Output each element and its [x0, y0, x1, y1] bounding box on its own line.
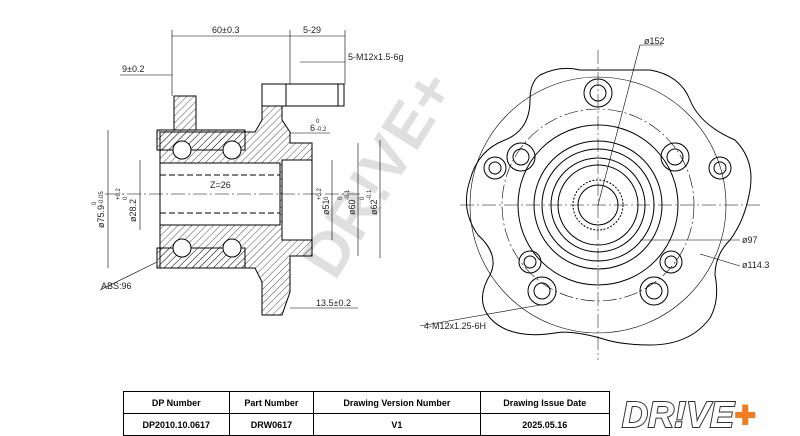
title-block-header-row: DP Number Part Number Drawing Version Nu…	[123, 391, 611, 414]
dim-114-3: ø114.3	[742, 260, 769, 270]
value-issue-date: 2025.05.16	[479, 413, 611, 436]
dim-9: 9±0.2	[122, 64, 144, 74]
dim-28-tol-top: +0.2	[116, 187, 122, 200]
dim-60: 60±0.3	[212, 25, 239, 35]
dim-6-tol-top: 0	[316, 119, 320, 125]
dim-6: 6	[310, 123, 315, 133]
header-part-number: Part Number	[228, 391, 315, 414]
dim-thread-m12x1-25: 4-M12x1.25-6H	[424, 321, 486, 331]
value-part-number: DRW0617	[228, 413, 315, 436]
dim-28-tol-bot: 0	[123, 196, 129, 200]
side-view-labels: 60±0.3 5-29 5-M12x1.5-6g 9±0.2 6 0 -0.2 …	[92, 25, 404, 308]
side-section-view	[99, 30, 381, 316]
dim-62: ø62	[369, 199, 379, 215]
value-dp-number: DP2010.10.0617	[123, 413, 230, 436]
bolt-holes	[483, 78, 732, 306]
dim-6-tol-bot: -0.2	[316, 127, 327, 133]
dim-thread-m12x1-5: 5-M12x1.5-6g	[348, 52, 404, 62]
mount-tab	[173, 95, 197, 131]
ball-bottom-left	[172, 238, 192, 258]
title-block: DP Number Part Number Drawing Version Nu…	[123, 391, 611, 436]
dim-z26: Z=26	[210, 180, 231, 190]
wheel-stud	[261, 83, 345, 107]
ball-top-right	[222, 140, 242, 160]
flange-outline	[465, 67, 752, 346]
value-drawing-version: V1	[313, 413, 481, 436]
dim-abs-96: ABS:96	[101, 281, 132, 291]
dim-75-9: ø75.9	[96, 205, 106, 228]
header-drawing-version: Drawing Version Number	[313, 391, 481, 414]
ball-top-left	[172, 140, 192, 160]
logo-main: DR!VE	[622, 394, 735, 434]
dim-75-tol-top: 0	[92, 201, 98, 205]
dim-60-tol-bot: -0.1	[345, 189, 351, 200]
logo-plus: +	[734, 394, 755, 434]
front-view-labels: ø152 ø97 ø114.3 4-M12x1.25-6H	[424, 36, 769, 331]
flange-bore	[281, 159, 313, 241]
header-dp-number: DP Number	[123, 391, 230, 414]
dim-62-tol-top: 0	[360, 196, 366, 200]
ball-bottom-right	[222, 238, 242, 258]
dim-60-dia: ø60	[347, 199, 357, 215]
dim-75-tol-bot: -0.05	[99, 191, 105, 205]
dim-152: ø152	[644, 36, 665, 46]
header-issue-date: Drawing Issue Date	[479, 391, 611, 414]
dim-51-tol-bot: 0	[324, 196, 330, 200]
dim-97: ø97	[742, 235, 758, 245]
drive-logo: DR!VE+	[621, 394, 756, 434]
dim-60-tol-top: 0	[338, 196, 344, 200]
logo-text: DR!VE+	[622, 394, 755, 434]
dim-5-29: 5-29	[303, 25, 321, 35]
dim-51-tol-top: +0.2	[317, 187, 323, 200]
dim-62-tol-bot: -0.1	[367, 189, 373, 200]
dim-13-5: 13.5±0.2	[316, 298, 351, 308]
dim-51: ø51	[321, 199, 331, 215]
title-block-value-row: DP2010.10.0617 DRW0617 V1 2025.05.16	[123, 413, 611, 436]
front-view	[419, 44, 760, 360]
dim-28-2: ø28.2	[128, 199, 138, 222]
